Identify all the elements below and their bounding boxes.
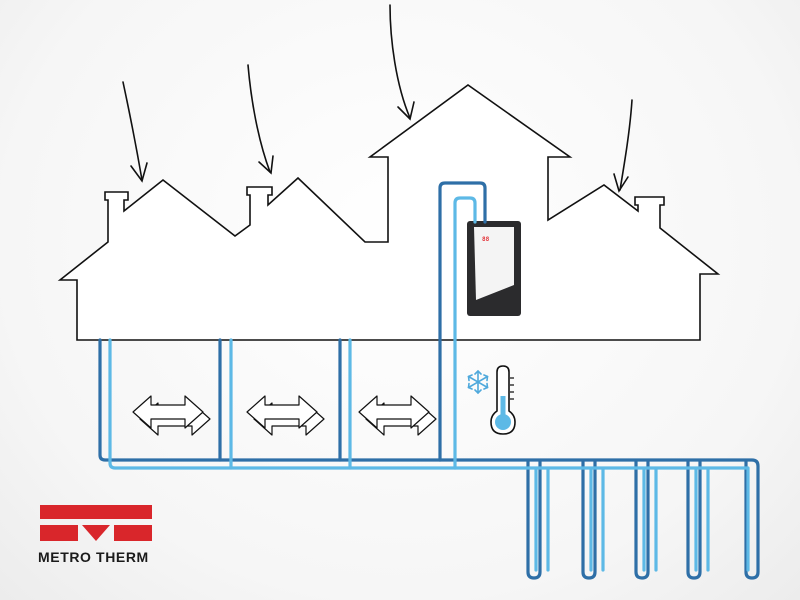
pipes-light: [108, 196, 750, 572]
ground-loop-dark: [438, 458, 760, 580]
heat-pump-front-panel: [474, 227, 514, 300]
ground-loop-light: [453, 466, 750, 572]
exchange-arrows: [132, 395, 437, 436]
supply-pipe-riser: [438, 181, 487, 462]
heat-pump-display-readout: 88: [482, 236, 490, 243]
arrow-icon: [613, 99, 633, 193]
incoming-arrows: [122, 4, 633, 193]
metro-therm-logo-mark: [40, 505, 152, 541]
brand-name: METRO THERM: [38, 549, 149, 565]
double-arrow-icon: [358, 395, 437, 436]
heat-pump-unit: [467, 221, 521, 316]
heat-pump-display: [481, 233, 499, 241]
thermometer-icon: [490, 365, 516, 435]
arrow-icon: [389, 4, 415, 121]
supply-pipe-room-1: [98, 338, 442, 462]
double-arrow-icon: [132, 395, 211, 436]
return-pipe-riser: [453, 196, 477, 470]
arrow-icon: [247, 64, 274, 175]
return-pipe-room-1: [108, 338, 457, 470]
double-arrow-icon: [246, 395, 325, 436]
pipes-dark: [98, 181, 760, 580]
house-outline: [57, 84, 721, 341]
arrow-icon: [122, 81, 148, 183]
snowflake-icon: [467, 369, 489, 395]
